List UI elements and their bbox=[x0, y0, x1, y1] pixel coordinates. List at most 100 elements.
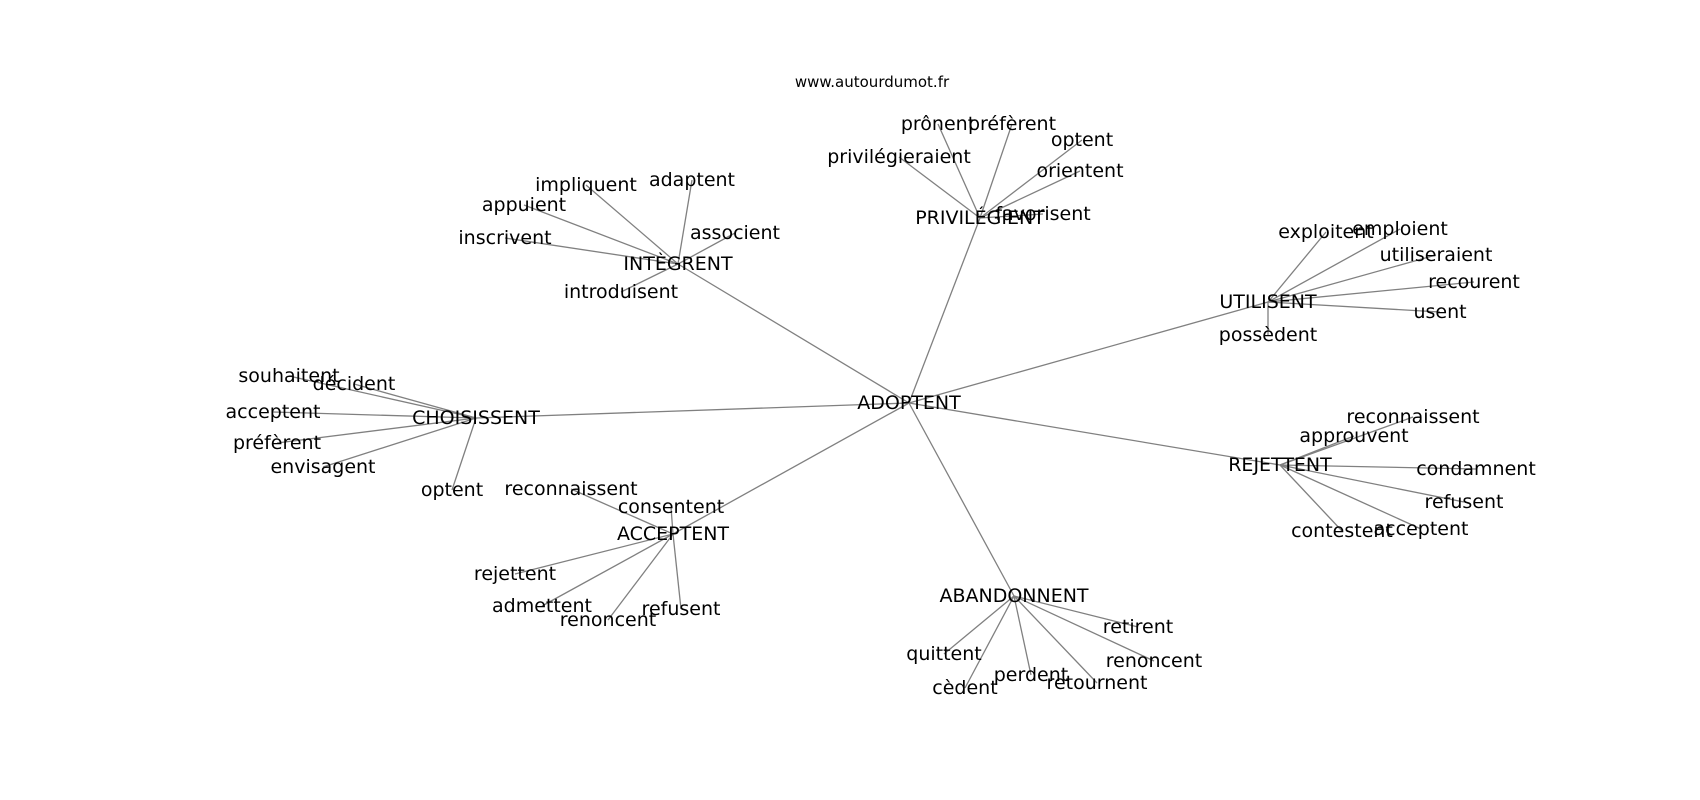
graph-edge bbox=[964, 595, 1015, 689]
leaf-word: acceptent bbox=[1374, 518, 1469, 540]
leaf-word: reconnaissent bbox=[1346, 406, 1479, 428]
leaf-word: rejettent bbox=[474, 563, 556, 585]
leaf-word: associent bbox=[690, 222, 780, 244]
leaf-word: optent bbox=[421, 479, 483, 501]
leaf-word: favorisent bbox=[995, 203, 1090, 225]
leaf-word: préfèrent bbox=[968, 113, 1056, 135]
leaf-word: condamnent bbox=[1416, 458, 1536, 480]
leaf-word: emploient bbox=[1352, 218, 1448, 240]
graph-edge bbox=[1279, 464, 1465, 503]
leaf-word: introduisent bbox=[564, 281, 678, 303]
leaf-word: utiliseraient bbox=[1380, 244, 1493, 266]
graph-edge bbox=[272, 411, 477, 419]
graph-edge bbox=[353, 383, 477, 419]
graph-edge bbox=[979, 123, 1013, 219]
leaf-word: reconnaissent bbox=[504, 478, 637, 500]
leaf-word: usent bbox=[1413, 301, 1466, 323]
graph-edge bbox=[504, 237, 679, 265]
leaf-word: retournent bbox=[1047, 672, 1148, 694]
leaf-word: décident bbox=[313, 373, 396, 395]
graph-edge bbox=[908, 217, 981, 404]
leaf-word: contestent bbox=[1291, 520, 1393, 542]
graph-edge bbox=[1267, 301, 1441, 313]
graph-edge bbox=[1267, 254, 1437, 303]
leaf-word: renoncent bbox=[560, 609, 656, 631]
hub-word: UTILISENT bbox=[1219, 291, 1317, 313]
graph-edge bbox=[475, 402, 910, 419]
graph-edge bbox=[1267, 228, 1401, 303]
leaf-word: perdent bbox=[994, 664, 1068, 686]
graph-edge bbox=[677, 179, 693, 265]
graph-edge bbox=[898, 156, 981, 219]
graph-edge bbox=[570, 488, 674, 535]
graph-edge bbox=[1279, 464, 1343, 532]
hub-word: ABANDONNENT bbox=[939, 585, 1088, 607]
graph-edge bbox=[908, 402, 1281, 466]
graph-edge bbox=[620, 263, 679, 293]
leaf-word: approuvent bbox=[1299, 425, 1408, 447]
graph-edge bbox=[288, 375, 477, 419]
hub-word: ACCEPTENT bbox=[617, 523, 729, 545]
graph-edge bbox=[979, 170, 1081, 219]
leaf-word: renoncent bbox=[1106, 650, 1202, 672]
graph-edge bbox=[670, 506, 674, 535]
graph-edge bbox=[1267, 231, 1327, 303]
leaf-word: cèdent bbox=[932, 677, 997, 699]
graph-edge bbox=[677, 263, 910, 404]
leaf-word: retirent bbox=[1103, 616, 1173, 638]
graph-edge bbox=[451, 417, 477, 491]
graph-edge bbox=[1279, 435, 1355, 466]
graph-edges bbox=[272, 123, 1477, 689]
leaf-word: orientent bbox=[1036, 160, 1123, 182]
leaf-word: prônent bbox=[901, 113, 975, 135]
leaf-word: inscrivent bbox=[458, 227, 551, 249]
leaf-word: refusent bbox=[1425, 491, 1504, 513]
leaf-word: envisagent bbox=[270, 456, 375, 478]
graph-edge bbox=[1279, 464, 1422, 530]
graph-edge bbox=[672, 402, 910, 535]
center-word: ADOPTENT bbox=[857, 392, 961, 414]
source-credit: www.autourdumot.fr bbox=[795, 73, 950, 91]
graph-edge bbox=[979, 213, 1044, 219]
leaf-word: quittent bbox=[906, 643, 981, 665]
graph-edge bbox=[514, 533, 674, 575]
graph-edge bbox=[1279, 464, 1477, 470]
graph-edge bbox=[541, 533, 674, 607]
graph-edge bbox=[1013, 595, 1139, 628]
graph-edge bbox=[322, 417, 477, 468]
leaf-word: recourent bbox=[1428, 271, 1520, 293]
graph-edge bbox=[585, 184, 679, 265]
graph-edge bbox=[607, 533, 674, 621]
leaf-word: appuient bbox=[482, 194, 566, 216]
leaf-word: possèdent bbox=[1219, 324, 1317, 346]
graph-edge bbox=[1013, 595, 1032, 676]
graph-edge bbox=[677, 232, 736, 265]
leaf-word: impliquent bbox=[535, 174, 637, 196]
leaf-word: souhaitent bbox=[238, 365, 339, 387]
graph-edge bbox=[523, 204, 679, 265]
graph-edge bbox=[908, 402, 1015, 597]
leaf-word: exploitent bbox=[1278, 221, 1373, 243]
leaf-word: optent bbox=[1051, 129, 1113, 151]
leaf-word: acceptent bbox=[226, 401, 321, 423]
graph-edge bbox=[1013, 595, 1155, 662]
leaf-word: admettent bbox=[492, 595, 592, 617]
graph-edge bbox=[1267, 281, 1475, 303]
graph-edge bbox=[1013, 595, 1098, 684]
graph-edge bbox=[979, 139, 1083, 219]
graph-edge bbox=[943, 595, 1015, 655]
graph-edge bbox=[672, 533, 682, 610]
leaf-word: refusent bbox=[642, 598, 721, 620]
graph-labels: ADOPTENTPRIVILÉGIENTprônentpréfèrentopte… bbox=[226, 113, 1536, 699]
hub-word: REJETTENT bbox=[1228, 454, 1332, 476]
hub-word: PRIVILÉGIENT bbox=[915, 206, 1045, 229]
graph-edge bbox=[937, 123, 981, 219]
leaf-word: privilégieraient bbox=[827, 146, 971, 168]
graph-edge bbox=[276, 417, 477, 444]
leaf-word: adaptent bbox=[649, 169, 735, 191]
hub-word: INTÈGRENT bbox=[623, 252, 733, 275]
hub-word: CHOISISSENT bbox=[412, 407, 540, 429]
leaf-word: préfèrent bbox=[233, 432, 321, 454]
leaf-word: consentent bbox=[618, 496, 724, 518]
